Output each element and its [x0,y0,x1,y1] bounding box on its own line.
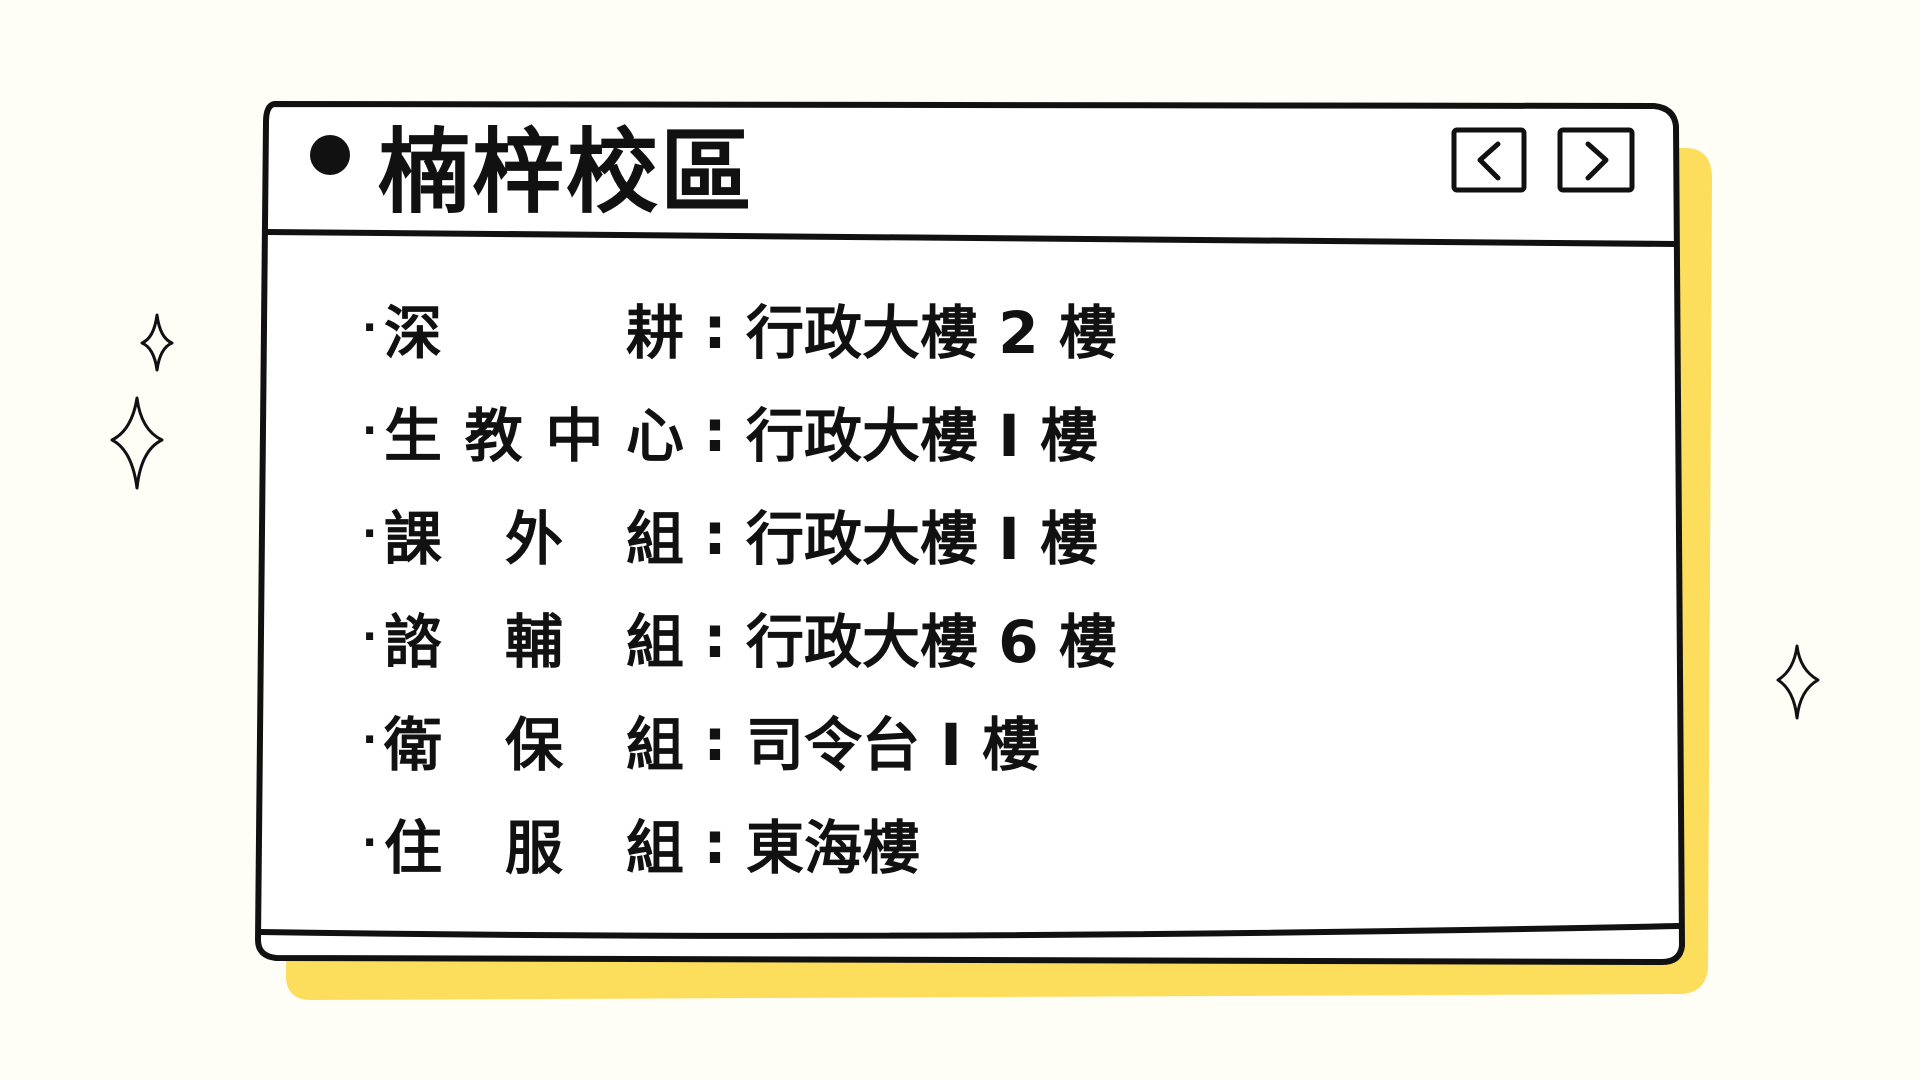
chevron-right-icon [1585,141,1609,181]
office-location: 司令台 I 樓 [746,710,1040,779]
office-name: 生教中心 [384,401,684,470]
office-name: 深 耕 [384,298,684,367]
chevron-left-icon [1477,141,1501,181]
list-item: · 深 耕 : 行政大樓 2 樓 [362,276,1117,379]
office-location: 行政大樓 I 樓 [746,401,1098,470]
list-item: · 生教中心 : 行政大樓 I 樓 [362,379,1117,482]
separator: : [703,293,727,362]
office-location: 行政大樓 I 樓 [746,504,1098,573]
list-item: · 課 外 組 : 行政大樓 I 樓 [362,482,1117,585]
sparkle-icon [1776,644,1820,720]
bullet: · [362,407,378,454]
office-location: 東海樓 [746,813,921,882]
window-frame [255,101,1685,965]
bullet: · [362,510,378,557]
title-dot-icon [310,135,350,175]
list-item: · 住 服 組 : 東海樓 [362,791,1117,894]
office-name: 諮 輔 組 [384,607,684,676]
window-title: 楠梓校區 [378,119,755,226]
title-bar-divider [263,229,1677,247]
prev-button[interactable] [1451,127,1527,193]
separator: : [703,499,727,568]
sparkle-icon [110,396,164,490]
separator: : [703,705,727,774]
office-location: 行政大樓 6 樓 [746,607,1117,676]
bullet: · [362,613,378,660]
separator: : [703,602,727,671]
bullet: · [362,819,378,866]
sparkle-icon [140,313,174,372]
bullet: · [362,304,378,351]
office-name: 衛 保 組 [384,710,684,779]
separator: : [703,396,727,465]
list-item: · 衛 保 組 : 司令台 I 樓 [362,688,1117,791]
office-location: 行政大樓 2 樓 [746,298,1117,367]
bullet: · [362,716,378,763]
bottom-bar-divider [257,923,1683,939]
separator: : [703,808,727,877]
next-button[interactable] [1557,127,1635,193]
office-name: 住 服 組 [384,813,684,882]
office-name: 課 外 組 [384,504,684,573]
office-list: · 深 耕 : 行政大樓 2 樓 · 生教中心 : 行政大樓 I 樓 · 課 外… [362,276,1117,894]
list-item: · 諮 輔 組 : 行政大樓 6 樓 [362,585,1117,688]
